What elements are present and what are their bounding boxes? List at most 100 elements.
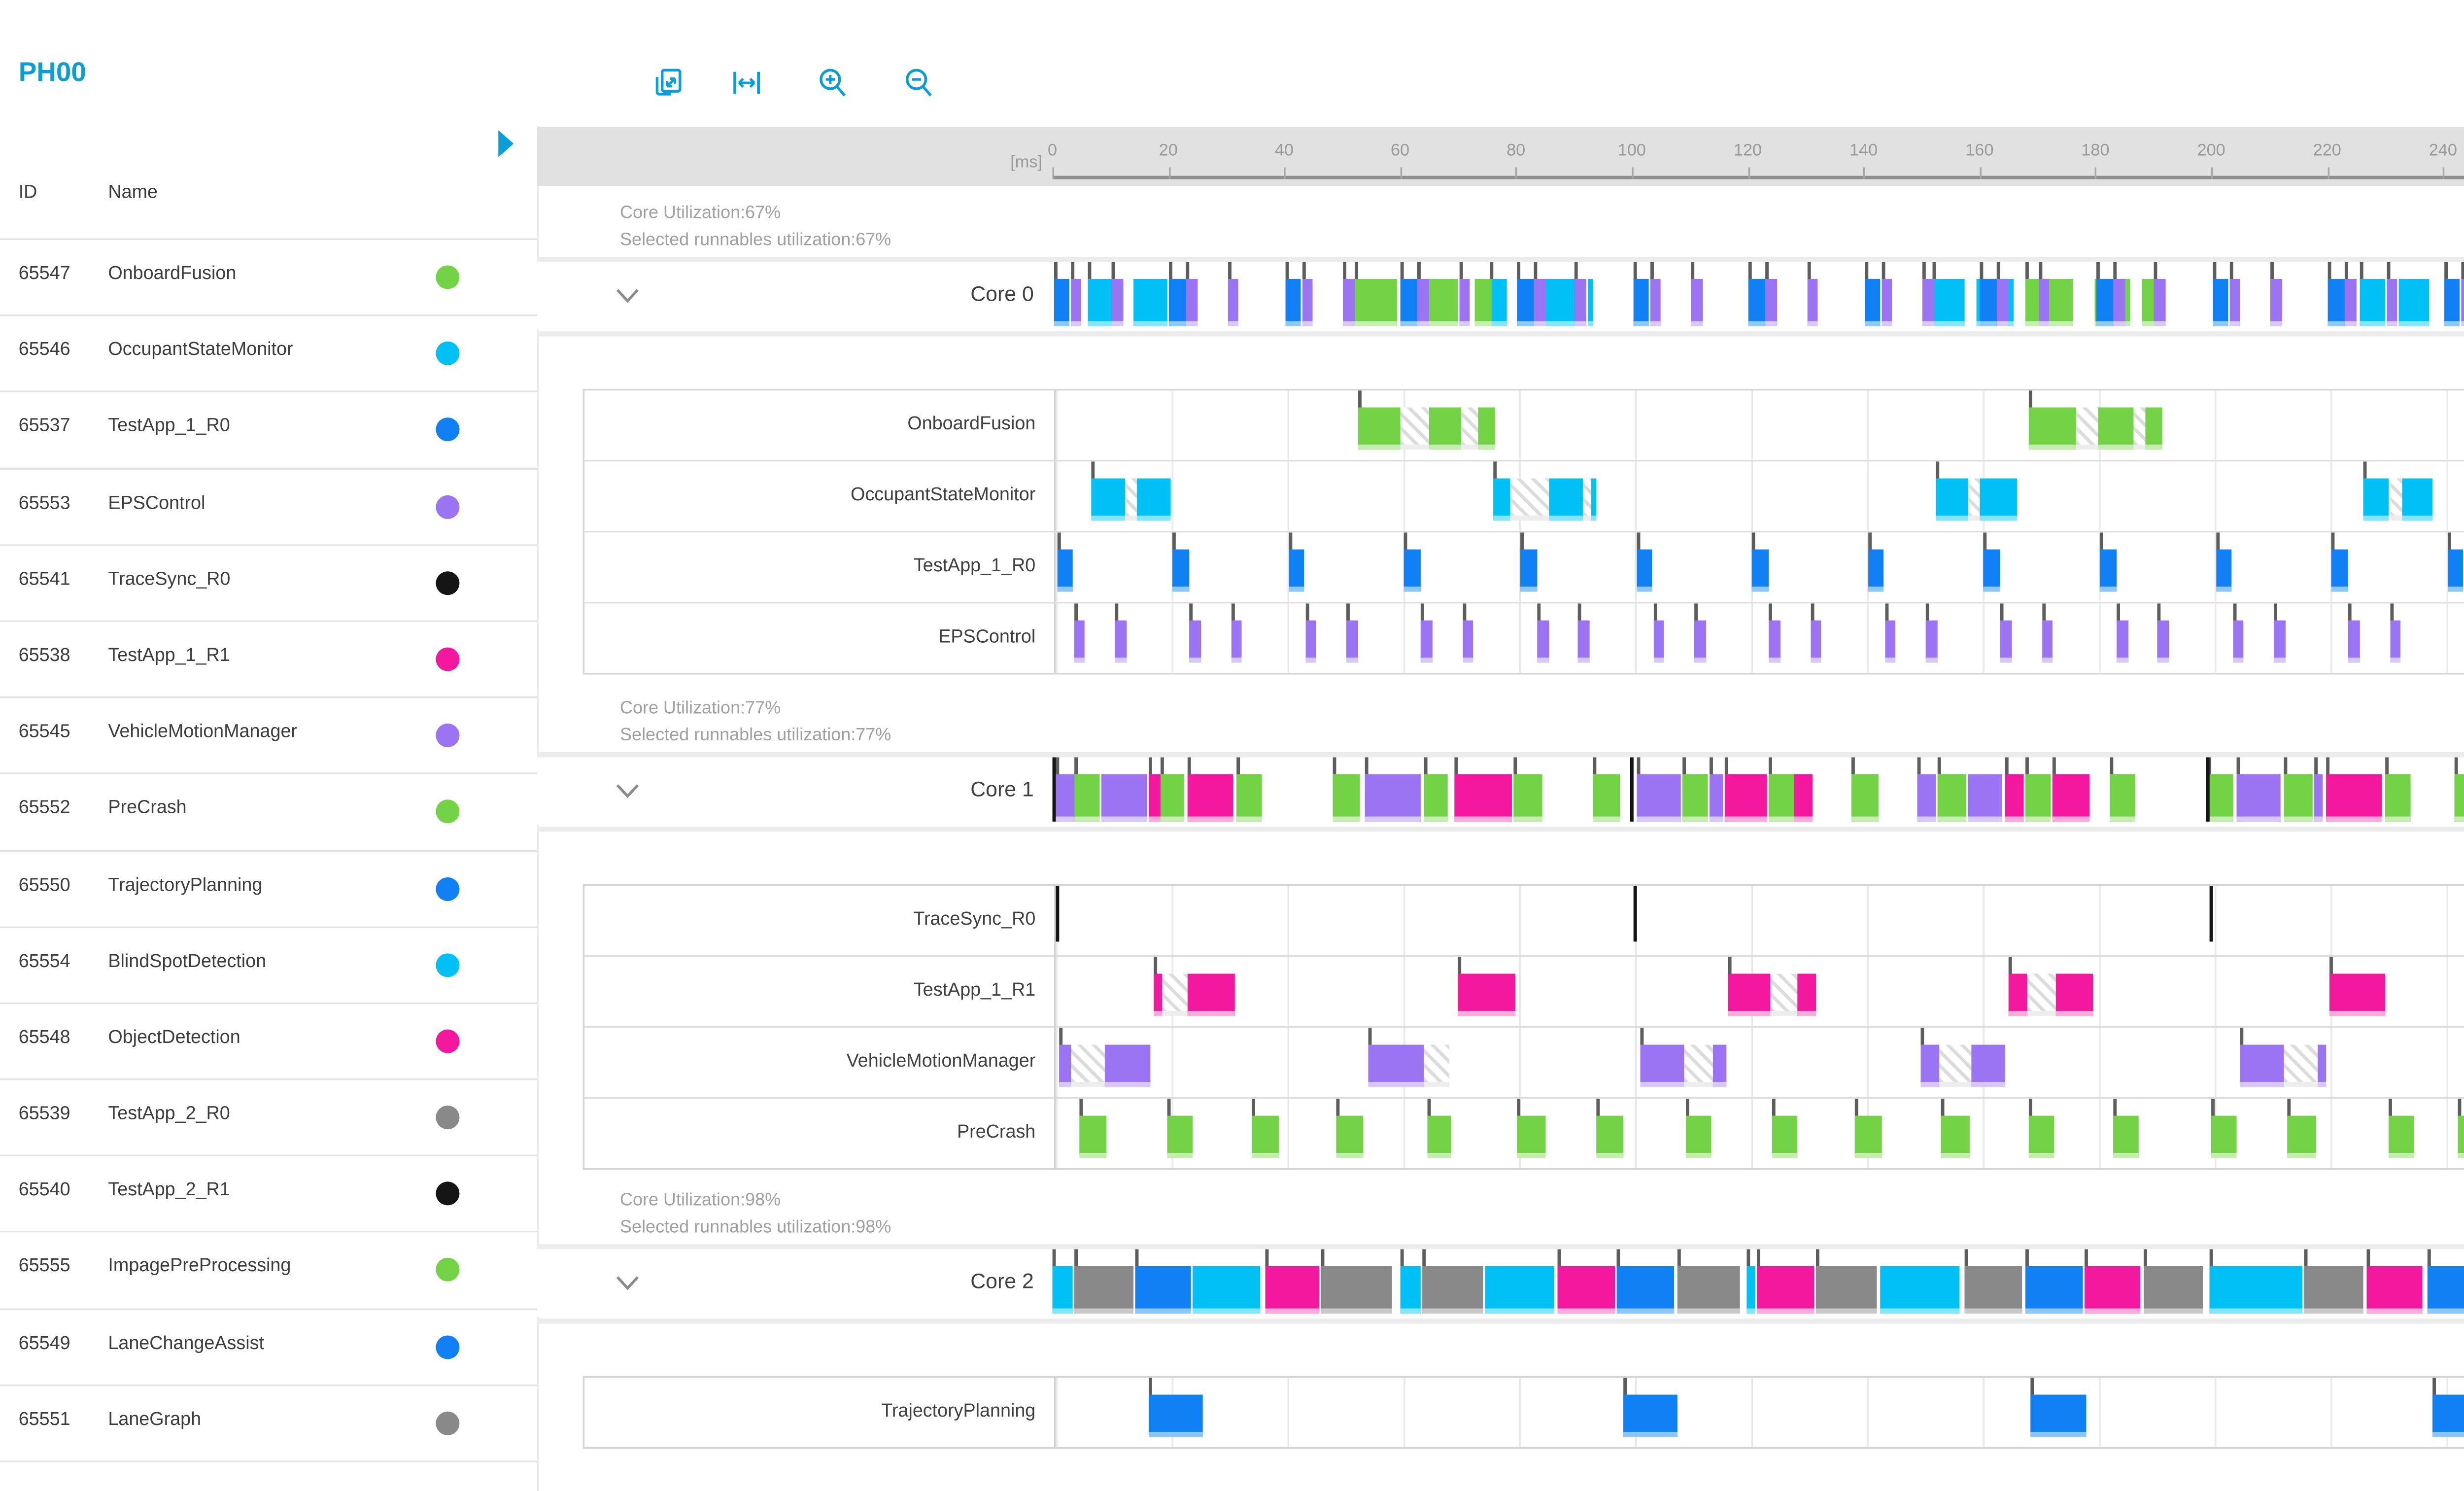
- gantt-bar[interactable]: [1771, 1115, 1797, 1158]
- gantt-bar[interactable]: [1285, 278, 1302, 326]
- gantt-bar[interactable]: [1880, 1266, 1960, 1314]
- gantt-preempted-bar[interactable]: [1939, 1044, 1971, 1087]
- gantt-bar[interactable]: [1922, 278, 1934, 326]
- gantt-bar[interactable]: [2328, 278, 2345, 326]
- gantt-bar[interactable]: [2042, 620, 2053, 663]
- lane-gantt-track[interactable]: [1056, 1099, 2464, 1168]
- gantt-bar[interactable]: [2210, 1115, 2237, 1158]
- lane-gantt-track[interactable]: [1056, 886, 2464, 955]
- gantt-preempted-bar[interactable]: [1684, 1044, 1713, 1087]
- gantt-bar[interactable]: [2029, 407, 2076, 450]
- gantt-bar[interactable]: [2390, 620, 2401, 663]
- gantt-bar[interactable]: [1854, 1115, 1883, 1158]
- gantt-bar[interactable]: [2144, 1266, 2203, 1314]
- gantt-bar[interactable]: [2366, 1266, 2423, 1314]
- gantt-bar[interactable]: [2345, 278, 2357, 326]
- gantt-bar[interactable]: [2205, 757, 2210, 822]
- gantt-bar[interactable]: [1713, 1044, 1726, 1087]
- gantt-preempted-bar[interactable]: [2133, 407, 2145, 450]
- gantt-bar[interactable]: [2364, 478, 2389, 521]
- gantt-bar[interactable]: [1653, 620, 1664, 663]
- gantt-bar[interactable]: [1251, 1115, 1278, 1158]
- gantt-bar[interactable]: [1148, 774, 1161, 822]
- gantt-bar[interactable]: [2005, 774, 2024, 822]
- gantt-bar[interactable]: [1513, 774, 1542, 822]
- gantt-bar[interactable]: [2427, 1266, 2464, 1314]
- lane-gantt-track[interactable]: [1056, 532, 2464, 602]
- gantt-bar[interactable]: [1052, 1266, 1073, 1314]
- gantt-bar[interactable]: [1458, 973, 1515, 1016]
- gantt-bar[interactable]: [2209, 886, 2213, 942]
- gantt-bar[interactable]: [1133, 278, 1167, 326]
- gantt-bar[interactable]: [2100, 549, 2117, 592]
- gantt-bar[interactable]: [1186, 278, 1198, 326]
- gantt-bar[interactable]: [1187, 973, 1234, 1016]
- gantt-bar[interactable]: [1333, 774, 1360, 822]
- gantt-bar[interactable]: [1633, 886, 1638, 942]
- gantt-bar[interactable]: [2454, 774, 2464, 822]
- gantt-bar[interactable]: [1884, 620, 1896, 663]
- gantt-bar[interactable]: [1188, 774, 1233, 822]
- gantt-bar[interactable]: [1073, 620, 1085, 663]
- gantt-bar[interactable]: [1933, 278, 1965, 326]
- gantt-bar[interactable]: [1769, 620, 1780, 663]
- gantt-bar[interactable]: [1980, 478, 2018, 521]
- gantt-bar[interactable]: [1868, 549, 1884, 592]
- gantt-bar[interactable]: [2386, 278, 2397, 326]
- gantt-bar[interactable]: [2212, 278, 2229, 326]
- gantt-bar[interactable]: [1135, 1266, 1191, 1314]
- gantt-bar[interactable]: [1137, 478, 1171, 521]
- gantt-bar[interactable]: [1588, 278, 1594, 326]
- gantt-bar[interactable]: [1630, 757, 1635, 822]
- gantt-bar[interactable]: [1517, 278, 1534, 326]
- gantt-bar[interactable]: [1728, 973, 1770, 1016]
- gantt-bar[interactable]: [1968, 774, 2002, 822]
- gantt-bar[interactable]: [1882, 278, 1893, 326]
- gantt-bar[interactable]: [1401, 278, 1418, 326]
- gantt-preempted-bar[interactable]: [1968, 478, 1980, 521]
- gantt-bar[interactable]: [1346, 620, 1358, 663]
- zoom-out-button[interactable]: [902, 66, 936, 100]
- gantt-bar[interactable]: [1059, 1044, 1072, 1087]
- gantt-bar[interactable]: [1694, 620, 1706, 663]
- gantt-bar[interactable]: [1359, 407, 1401, 450]
- gantt-bar[interactable]: [2318, 1044, 2326, 1087]
- collapse-core-button[interactable]: [613, 1271, 640, 1291]
- timeline-ruler[interactable]: [ms] 02040608010012014016018020022024026…: [537, 127, 2464, 186]
- gantt-preempted-bar[interactable]: [1583, 478, 1592, 521]
- gantt-bar[interactable]: [2403, 478, 2432, 521]
- gantt-preempted-bar[interactable]: [1510, 478, 1548, 521]
- gantt-preempted-bar[interactable]: [1162, 973, 1187, 1016]
- gantt-bar[interactable]: [1475, 278, 1491, 326]
- gantt-preempted-bar[interactable]: [2075, 407, 2099, 450]
- gantt-bar[interactable]: [1478, 407, 1495, 450]
- gantt-bar[interactable]: [1493, 478, 1511, 521]
- gantt-bar[interactable]: [1485, 1266, 1555, 1314]
- gantt-bar[interactable]: [2315, 774, 2322, 822]
- gantt-bar[interactable]: [1265, 1266, 1320, 1314]
- gantt-bar[interactable]: [1984, 549, 2000, 592]
- gantt-bar[interactable]: [1544, 278, 1580, 326]
- panel-expander-button[interactable]: [495, 130, 515, 157]
- gantt-bar[interactable]: [1682, 774, 1708, 822]
- gantt-bar[interactable]: [1575, 278, 1586, 326]
- gantt-bar[interactable]: [2361, 278, 2386, 326]
- gantt-bar[interactable]: [2240, 1044, 2285, 1087]
- gantt-bar[interactable]: [1624, 1394, 1677, 1437]
- gantt-bar[interactable]: [2270, 278, 2282, 326]
- lane-gantt-track[interactable]: [1056, 957, 2464, 1026]
- gantt-bar[interactable]: [1322, 1266, 1392, 1314]
- gantt-bar[interactable]: [1981, 278, 1997, 326]
- gantt-bar[interactable]: [1917, 774, 1936, 822]
- gantt-bar[interactable]: [1404, 549, 1421, 592]
- gantt-bar[interactable]: [1520, 549, 1537, 592]
- gantt-bar[interactable]: [1768, 774, 1794, 822]
- gantt-bar[interactable]: [2283, 774, 2312, 822]
- gantt-bar[interactable]: [1057, 549, 1073, 592]
- core-gantt-track[interactable]: [1052, 757, 2464, 825]
- gantt-bar[interactable]: [1079, 1115, 1107, 1158]
